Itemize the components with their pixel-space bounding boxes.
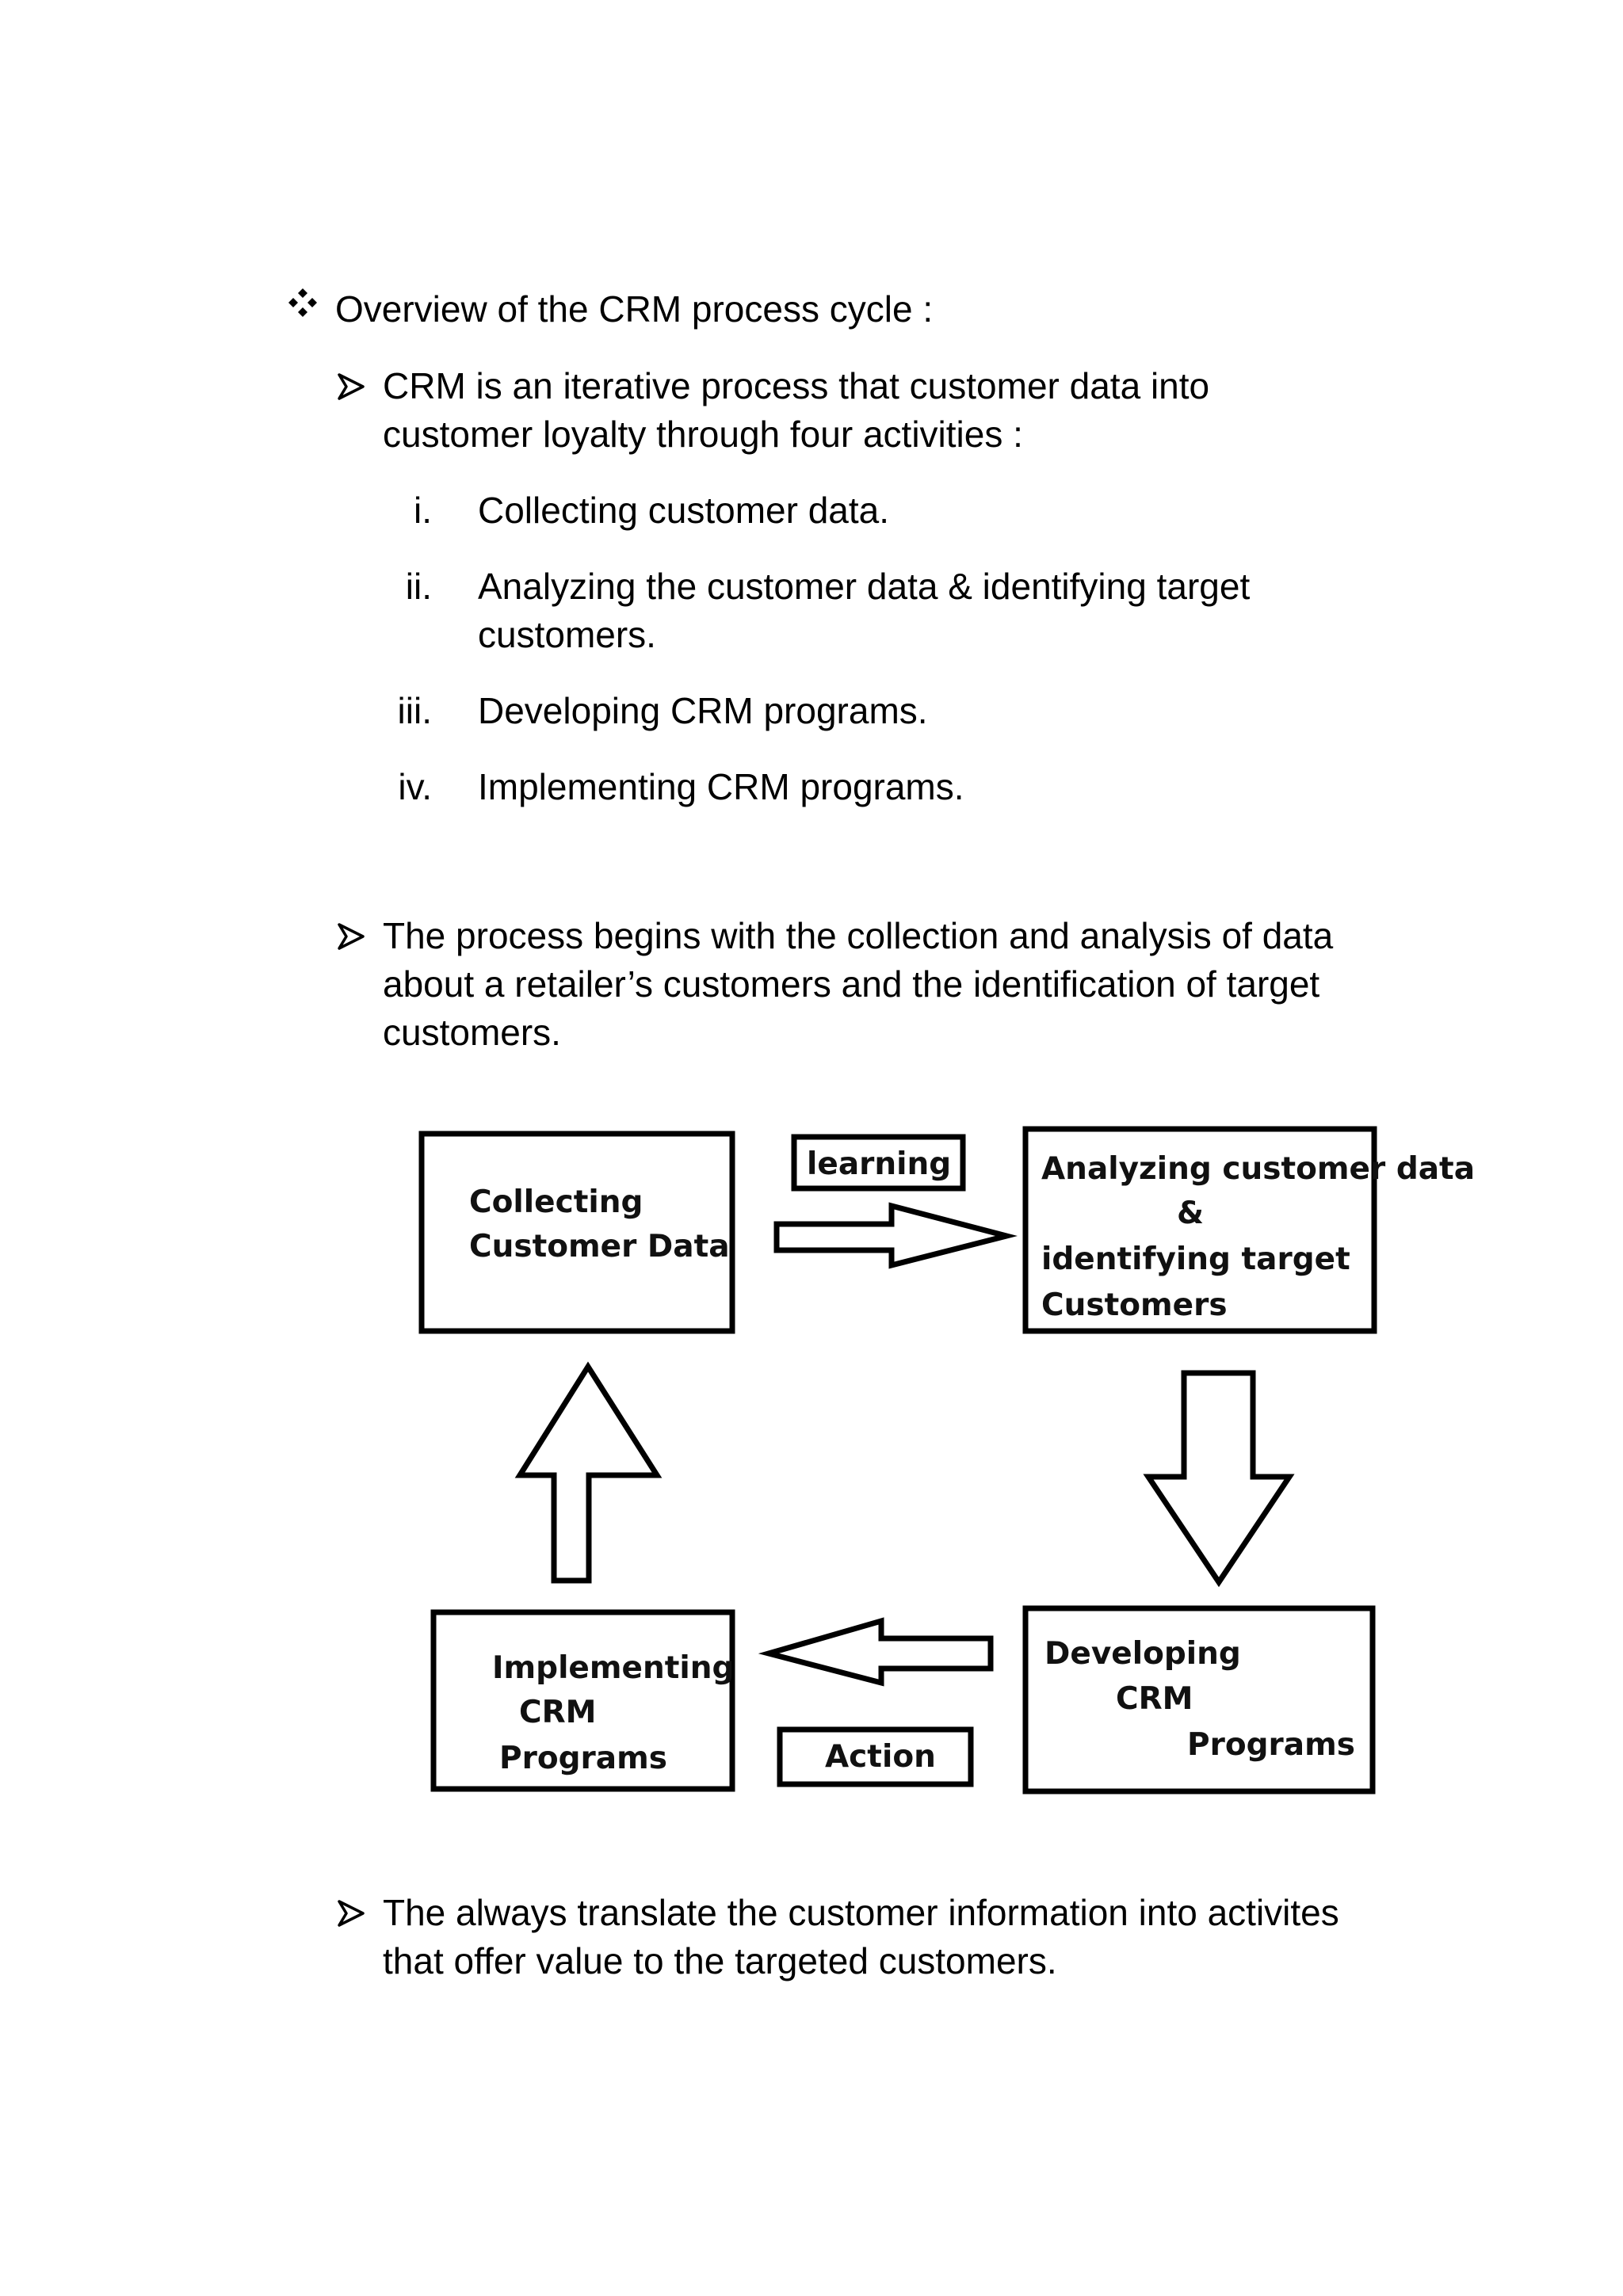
arrow-bullet-icon	[338, 373, 365, 400]
box-analyzing-label: Analyzing customer data	[1041, 1151, 1475, 1187]
box-collecting-label: Customer Data	[469, 1229, 730, 1264]
box-implementing	[430, 1609, 735, 1792]
activity-number: iii.	[397, 690, 432, 731]
activity-item: Collecting customer data.	[478, 490, 890, 531]
box-collecting	[418, 1131, 735, 1334]
activity-item: Developing CRM programs.	[478, 690, 928, 731]
learning-label: learning	[807, 1146, 951, 1182]
arrow-bullet-icon	[338, 923, 365, 950]
box-analyzing	[1022, 1126, 1377, 1334]
box-analyzing-label: &	[1177, 1196, 1204, 1231]
box-collecting-label: Collecting	[469, 1184, 643, 1220]
activity-item-continued: customers.	[478, 614, 656, 655]
activity-number: ii.	[405, 566, 432, 607]
diamond-bullet-icon	[288, 288, 317, 317]
box-implementing-label: CRM	[519, 1695, 596, 1730]
activity-item: Implementing CRM programs.	[478, 766, 964, 807]
box-developing-label: Developing	[1044, 1636, 1241, 1672]
action-label: Action	[825, 1739, 936, 1775]
right-arrow-icon	[773, 1202, 1018, 1269]
box-implementing-label: Implementing	[492, 1650, 734, 1686]
box-implementing-label: Programs	[499, 1741, 667, 1776]
section-heading: Overview of the CRM process cycle :	[335, 288, 934, 330]
box-analyzing-label: identifying target	[1041, 1241, 1350, 1277]
box-analyzing-label: Customers	[1041, 1287, 1228, 1323]
down-arrow-icon	[1143, 1370, 1295, 1588]
box-developing-label: CRM	[1116, 1681, 1193, 1717]
bullet2-line1: The process begins with the collection a…	[383, 915, 1334, 956]
activity-number: iv.	[398, 766, 432, 807]
activity-item: Analyzing the customer data & identifyin…	[478, 566, 1251, 607]
box-developing-label: Programs	[1187, 1727, 1355, 1763]
bullet1-line2: customer loyalty through four activities…	[383, 414, 1023, 455]
bullet3-line2: that offer value to the targeted custome…	[383, 1940, 1057, 1981]
activity-number: i.	[414, 490, 432, 531]
bullet3-line1: The always translate the customer inform…	[383, 1892, 1339, 1933]
up-arrow-icon	[514, 1361, 663, 1584]
arrow-bullet-icon	[338, 1900, 365, 1927]
left-arrow-icon	[758, 1617, 994, 1687]
bullet2-line2: about a retailer’s customers and the ide…	[383, 963, 1320, 1005]
bullet2-line3: customers.	[383, 1012, 561, 1053]
bullet1-line1: CRM is an iterative process that custome…	[383, 365, 1210, 406]
action-label-box	[777, 1726, 974, 1787]
box-developing	[1022, 1605, 1376, 1794]
learning-label-box	[791, 1134, 966, 1192]
